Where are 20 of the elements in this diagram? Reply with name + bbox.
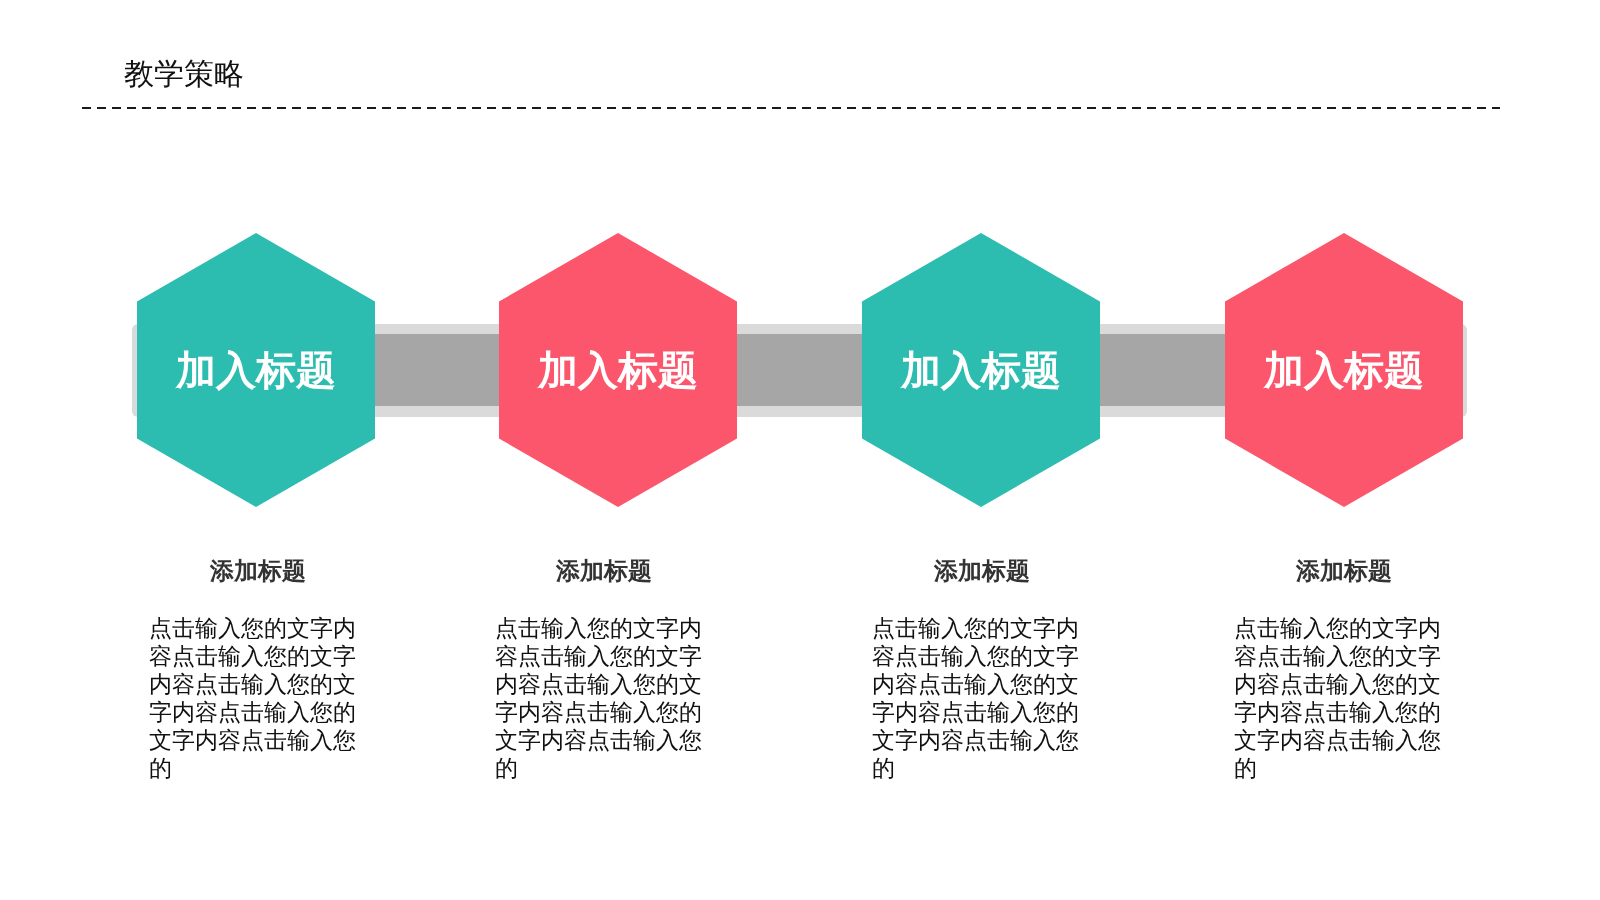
hexagon	[862, 233, 1100, 507]
subheading: 添加标题	[933, 556, 1031, 586]
connector-bar	[1100, 334, 1225, 406]
hexagon-label: 加入标题	[176, 346, 336, 394]
hexagon-label: 加入标题	[538, 346, 698, 394]
hexagon	[1225, 233, 1463, 507]
description-text: 点击输入您的文字内容点击输入您的文字内容点击输入您的文字内容点击输入您的文字内容点击输入您的	[1234, 614, 1442, 782]
page-title: 教学策略	[124, 56, 244, 92]
hexagon	[499, 233, 737, 507]
hexagon-label: 加入标题	[1264, 346, 1424, 394]
subheading: 添加标题	[209, 556, 307, 586]
subheading: 添加标题	[555, 556, 653, 586]
description-text: 点击输入您的文字内容点击输入您的文字内容点击输入您的文字内容点击输入您的文字内容点击输入您的	[872, 614, 1080, 782]
description-text: 点击输入您的文字内容点击输入您的文字内容点击输入您的文字内容点击输入您的文字内容点击输入您的	[495, 614, 703, 782]
description-text: 点击输入您的文字内容点击输入您的文字内容点击输入您的文字内容点击输入您的文字内容点击输入您的	[149, 614, 357, 782]
connector-bar	[375, 334, 499, 406]
connector-bar	[737, 334, 862, 406]
hexagon-label: 加入标题	[901, 346, 1061, 394]
hexagon	[137, 233, 375, 507]
subheading: 添加标题	[1295, 556, 1393, 586]
